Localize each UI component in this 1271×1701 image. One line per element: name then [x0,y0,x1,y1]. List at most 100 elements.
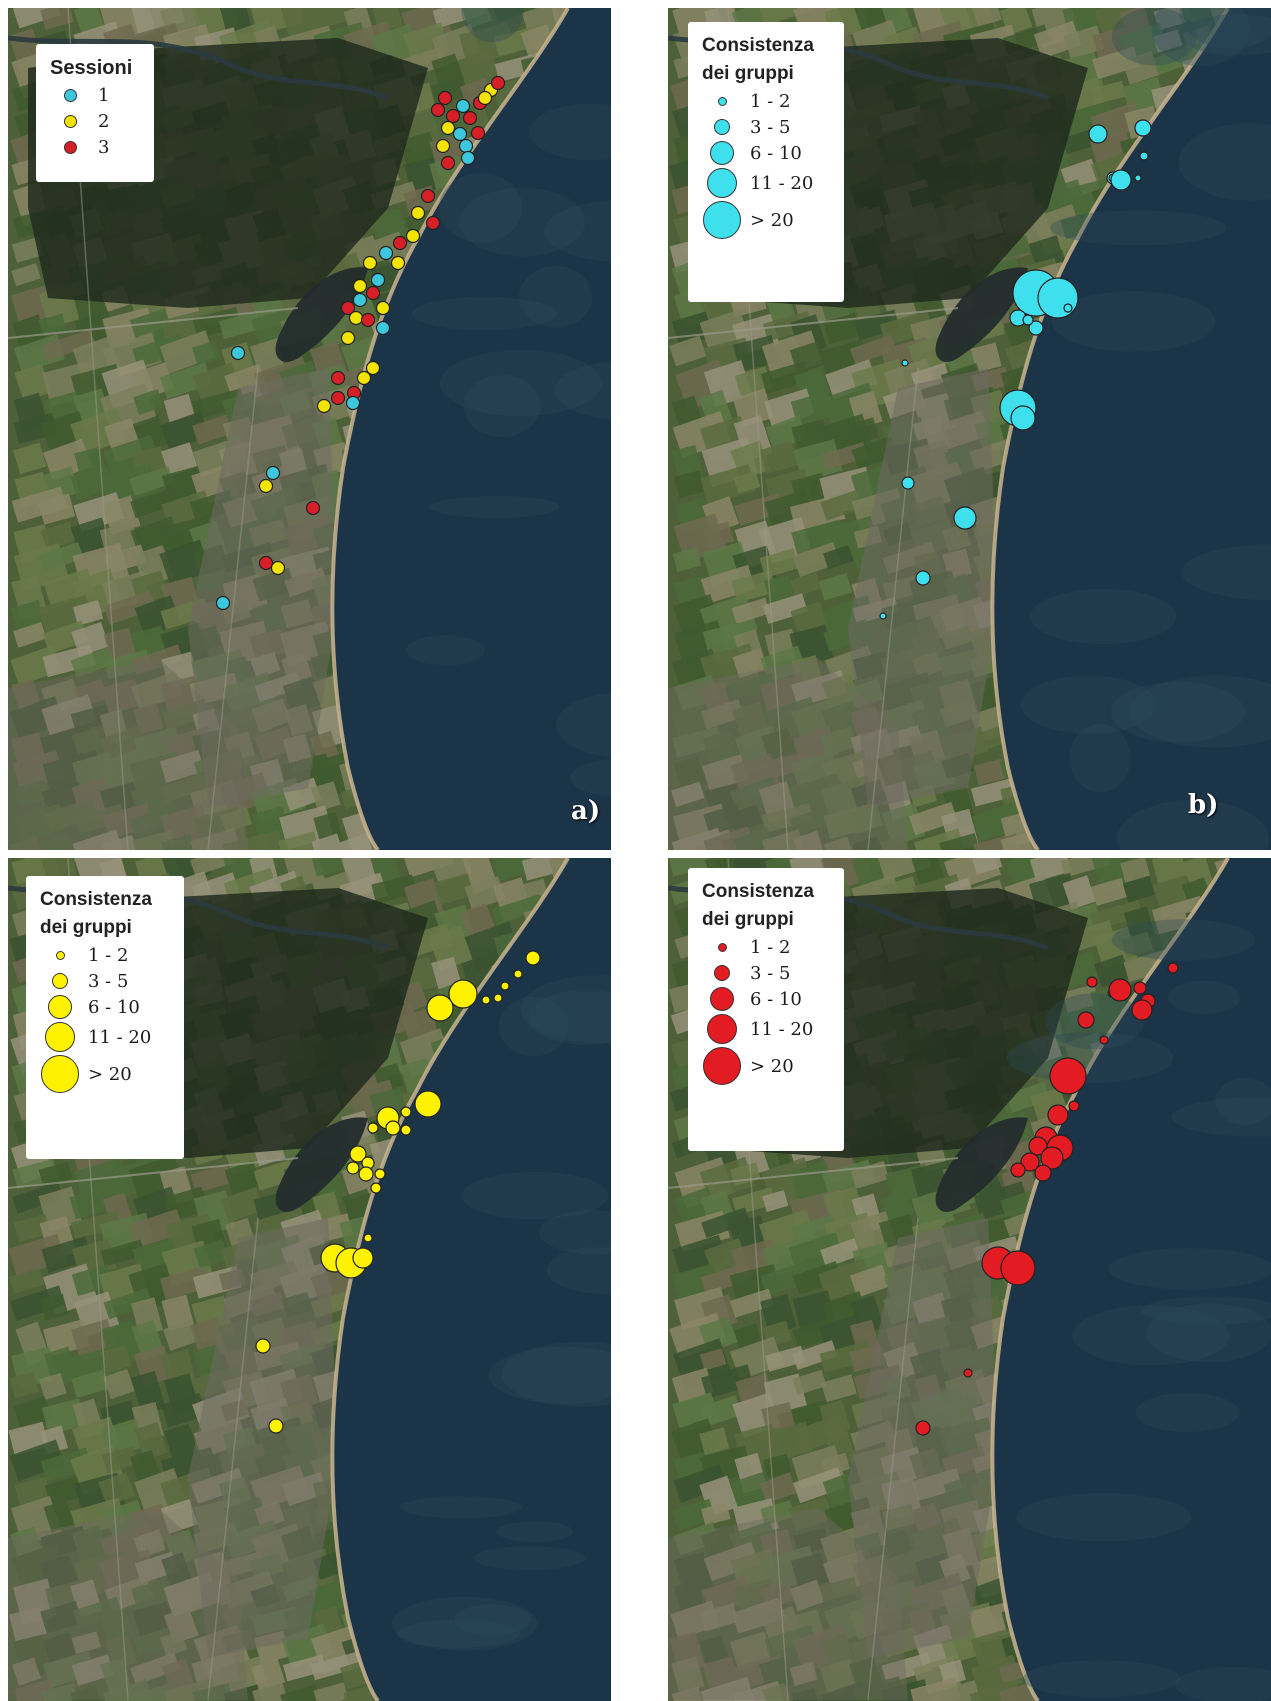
legend-label: > 20 [750,209,794,231]
sighting-point [352,278,368,294]
legend-label: 11 - 20 [750,172,814,194]
legend-circle-icon [714,119,730,135]
legend-item: 1 [50,82,142,108]
sighting-point [356,370,372,386]
sighting-point [455,98,471,114]
group-size-point [346,1161,360,1175]
panel-label-a: a) [571,796,601,826]
sighting-point [420,188,436,204]
sighting-point [330,370,346,386]
legend-circle-icon [717,942,727,952]
legend-title: Consistenza dei gruppi [702,881,814,930]
sighting-point [330,390,346,406]
legend-item: 6 - 10 [702,140,832,166]
legend-item: 11 - 20 [40,1020,172,1054]
legend-item: 3 - 5 [702,960,832,986]
legend-swatch [702,96,742,106]
legend-swatch [40,995,80,1019]
legend-swatch [702,201,742,239]
sighting-point [360,312,376,328]
sighting-point [477,90,493,106]
legend-circle-icon [63,114,77,128]
sighting-point [340,330,356,346]
group-size-point [481,995,491,1005]
group-size-point [370,1182,382,1194]
legend-label: 1 - 2 [750,936,791,958]
legend-swatch [702,1014,742,1044]
legend-circle-icon [710,141,734,165]
legend-item: 11 - 20 [702,166,832,200]
group-size-point [901,359,909,367]
legend-label: 3 - 5 [88,970,129,992]
group-size-point [500,981,510,991]
group-size-point [1077,1011,1095,1029]
sighting-point [458,138,474,154]
sighting-point [215,595,231,611]
sighting-point [230,345,246,361]
group-size-point [414,1090,442,1118]
group-size-point [1167,962,1179,974]
group-size-point [915,1420,931,1436]
group-size-point [525,950,541,966]
legend-item: > 20 [40,1054,172,1094]
sighting-point [258,555,274,571]
legend-label: 6 - 10 [750,142,802,164]
legend-label: 6 - 10 [88,996,140,1018]
legend-swatch [50,88,90,102]
legend-item: 1 - 2 [702,934,832,960]
legend-swatch [702,942,742,952]
legend-swatch [702,987,742,1011]
group-size-point [1131,999,1153,1021]
group-size-point [1037,277,1079,319]
legend-swatch [702,168,742,198]
legend-item: > 20 [702,200,832,240]
group-size-point [1047,1104,1069,1126]
group-size-point [1134,174,1142,182]
panel-label-b: b) [1188,790,1219,820]
group-size-point [367,1122,379,1134]
group-size-point [1139,151,1149,161]
sighting-point [345,395,361,411]
legend-circle-icon [45,1022,75,1052]
group-size-point [963,1368,973,1378]
sighting-point [410,205,426,221]
group-size-point [953,506,977,530]
sighting-point [378,245,394,261]
sighting-point [365,285,381,301]
legend-circle-icon [703,201,741,239]
legend-circle-icon [52,973,68,989]
legend-label: 1 - 2 [88,944,129,966]
group-size-point [513,969,523,979]
sighting-point [437,90,453,106]
sighting-point [375,300,391,316]
sighting-point [445,108,461,124]
sighting-point [452,126,468,142]
legend-item: 3 [50,134,142,160]
legend-circle-icon [707,1014,737,1044]
legend-circle-icon [55,950,65,960]
group-size-point [1110,169,1132,191]
legend-item: 3 - 5 [702,114,832,140]
legend-circle-icon [703,1047,741,1085]
legend-swatch [50,114,90,128]
sighting-point [460,150,476,166]
legend-label: > 20 [88,1063,132,1085]
legend-swatch [702,1047,742,1085]
group-size-point [1063,303,1073,313]
group-size-point [1020,1152,1040,1172]
sighting-point [462,110,478,126]
legend-swatch [40,973,80,989]
group-size-point [1010,1162,1026,1178]
sighting-point [305,500,321,516]
legend-swatch [50,140,90,154]
legend-label: 11 - 20 [750,1018,814,1040]
sighting-point [352,292,368,308]
